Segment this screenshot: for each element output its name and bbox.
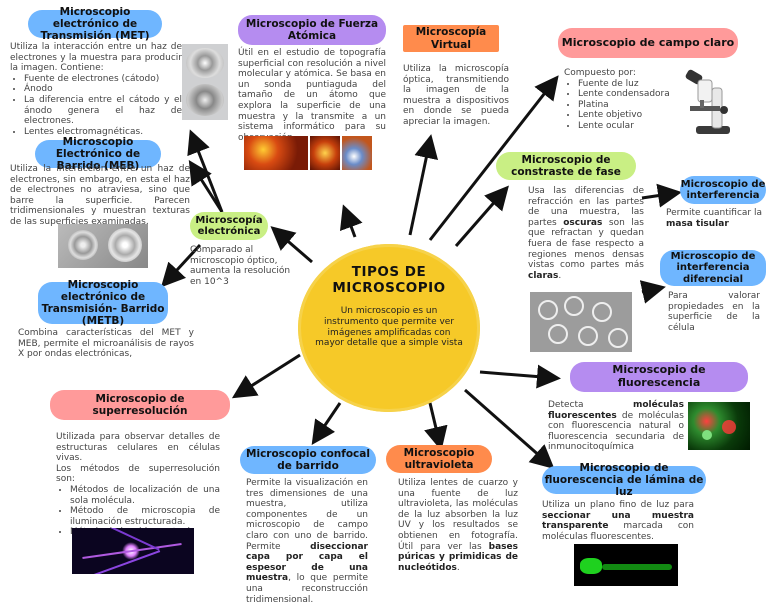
superres-title: Microscopio de superresolución [50, 390, 230, 420]
arrow-to-confocal [311, 402, 342, 445]
interferencia-description: Permite cuantificar la masa tisular [666, 208, 762, 229]
arrow-to-ultravioleta [424, 402, 448, 451]
meb-description: Utiliza la interacción entre un haz de e… [10, 164, 190, 228]
campo-claro-description: Compuesto por: Fuente de luz Lente conde… [564, 68, 684, 132]
central-topic: TIPOS DE MICROSCOPIO Un microscopio es u… [298, 244, 480, 412]
arrow-to-electronica [270, 226, 313, 264]
met-description: Utiliza la interacción entre un haz de e… [10, 42, 182, 137]
electronica-title: Microscopía electrónica [190, 212, 268, 240]
campo-claro-title: Microscopio de campo claro [558, 28, 738, 58]
met-image [182, 44, 228, 120]
central-title: TIPOS DE MICROSCOPIO [332, 264, 446, 297]
fluorescencia-description: Detecta moléculas fluorescentes de moléc… [548, 400, 684, 453]
confocal-description: Permite la visualización en tres dimensi… [246, 478, 368, 605]
arrow-to-interferencia [641, 183, 682, 208]
metb-title: Microscopio electrónico de Transmisión- … [38, 279, 168, 327]
arrow-to-virtual [408, 134, 439, 236]
arrow-to-met [187, 129, 224, 213]
ultravioleta-title: Microscopio ultravioleta [386, 445, 492, 473]
fuerza-atomica-title: Microscopio de Fuerza Atómica [238, 15, 386, 45]
arrow-to-interferencia-dif [639, 280, 666, 304]
lamina-image [574, 544, 678, 586]
arrow-to-contraste [454, 185, 509, 247]
arrow-to-fluorescencia [479, 364, 561, 389]
fuerza-atomica-description: Útil en el estudio de topografía superfi… [238, 48, 386, 143]
arrow-to-campo-claro [428, 75, 559, 241]
interferencia-title: Microscopio de interferencia [680, 176, 766, 204]
confocal-title: Microscopio confocal de barrido [240, 446, 376, 474]
superres-image [72, 528, 194, 574]
arrow-to-fuerza [339, 204, 363, 238]
fluorescencia-image [688, 402, 750, 450]
superres-description: Utilizada para observar detalles de estr… [56, 432, 220, 538]
lamina-title: Microscopio de fluorescencia de lámina d… [542, 462, 706, 498]
virtual-description: Utiliza la microscopía óptica, transmiti… [403, 64, 509, 128]
met-title: Microscopio electrónico de Transmisión (… [28, 6, 162, 42]
contraste-title: Microscopio de constraste de fase [496, 152, 636, 180]
lamina-description: Utiliza un plano fino de luz para seccio… [542, 500, 694, 542]
fluorescencia-title: Microscopio de fluorescencia [570, 362, 748, 392]
central-description: Un microscopio es un instrumento que per… [315, 306, 463, 349]
electronica-description: Comparado al microscopio óptico, aumenta… [190, 245, 291, 287]
metb-description: Combina características del MET y MEB, p… [18, 328, 194, 360]
arrow-to-meb [188, 159, 224, 213]
interferencia-diferencial-description: Para valorar propiedades en la superfici… [668, 291, 760, 333]
contraste-description: Usa las diferencias de refracción en las… [528, 186, 644, 281]
virtual-title: Microscopía Virtual [403, 25, 499, 52]
arrow-to-metb [160, 243, 202, 288]
contraste-image [530, 292, 632, 352]
meb-image [58, 224, 148, 268]
microscope-icon [685, 69, 730, 134]
arrow-to-lamina [464, 388, 555, 469]
arrow-to-superres [231, 353, 301, 399]
ultravioleta-description: Utiliza lentes de cuarzo y una fuente de… [398, 478, 518, 573]
fuerza-atomica-image [244, 136, 372, 170]
interferencia-diferencial-title: Microscopio de interferencia diferencial [660, 250, 766, 286]
